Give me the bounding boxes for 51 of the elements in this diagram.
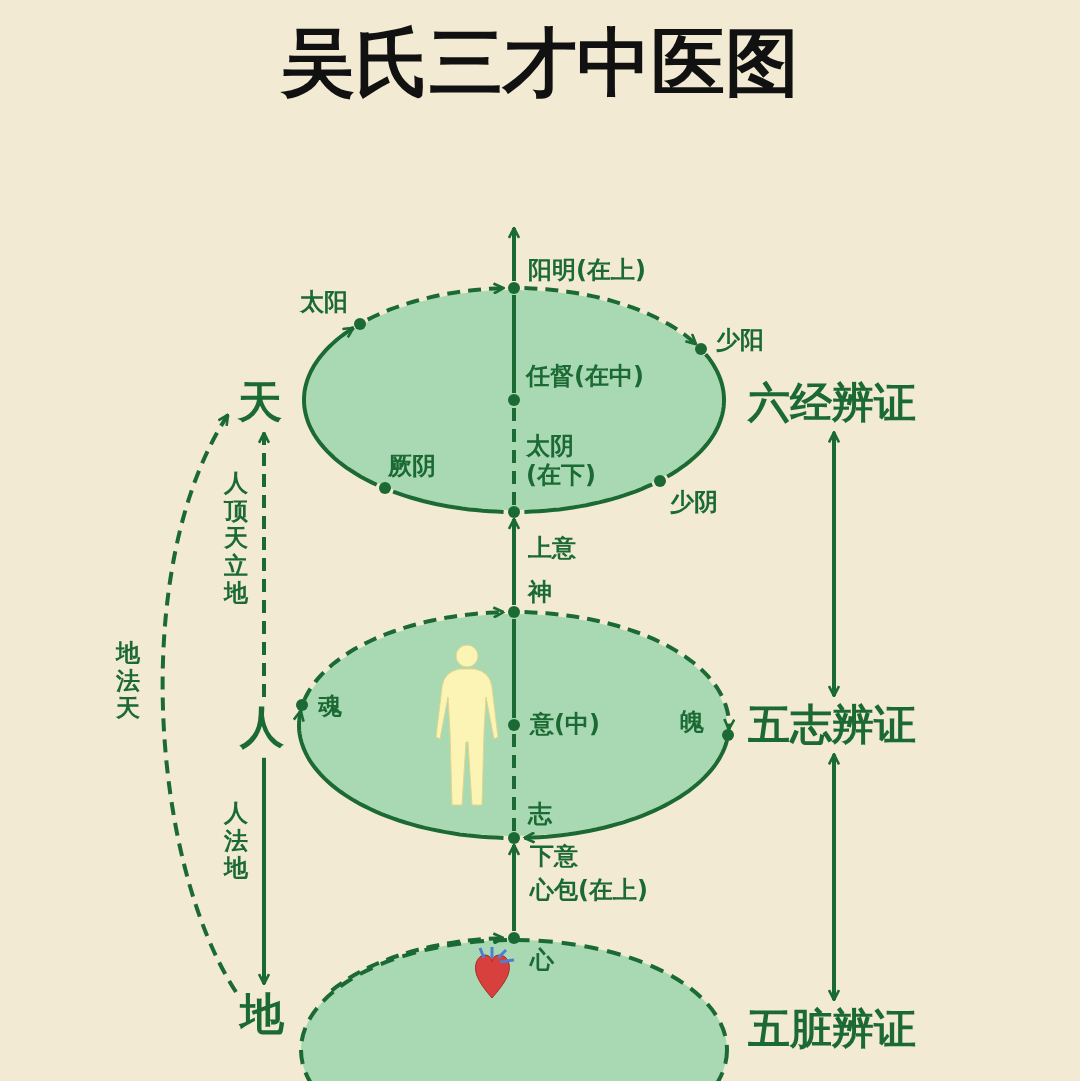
point-label: 任督(在中) — [526, 362, 644, 391]
connector-line — [666, 352, 726, 479]
level-label: 人 — [240, 701, 284, 754]
arrow — [523, 739, 729, 844]
point-label: 神 — [528, 578, 552, 607]
edge-label: 上意 — [528, 534, 576, 563]
level-label: 五志辨证 — [748, 700, 916, 751]
edge-label: 心包(在上) — [530, 876, 648, 905]
level-label: 地 — [240, 988, 284, 1041]
arrow — [507, 843, 521, 931]
arrow — [827, 431, 841, 698]
arrow — [524, 610, 736, 731]
connector-line — [512, 295, 516, 393]
arrow — [302, 606, 505, 701]
title: 吴氏三才中医图 — [279, 18, 800, 107]
level-label: 六经辨证 — [748, 378, 916, 429]
point-label: 意(中) — [530, 710, 600, 739]
point-label: 太阳 — [300, 288, 348, 317]
human-figure-drawing — [432, 642, 502, 807]
point-label: 志 — [528, 800, 552, 829]
edge-label: 地法天 — [116, 640, 140, 723]
edge-label: 人顶天立地 — [224, 470, 248, 608]
point-label: 太阴(在下) — [526, 432, 597, 490]
point-label: 魄 — [680, 708, 704, 737]
point-label: 少阴 — [670, 488, 718, 517]
level-label: 五脏辨证 — [748, 1004, 916, 1055]
ellipse-region — [299, 612, 729, 838]
point-label: 厥阴 — [388, 452, 436, 481]
arrow — [257, 757, 271, 986]
arrow — [827, 753, 841, 1002]
arrow — [524, 286, 698, 346]
point-label: 阳明(在上) — [528, 256, 646, 285]
arrow — [330, 932, 505, 993]
arrow — [161, 413, 238, 993]
arrow — [257, 431, 271, 697]
edge-label: 人法地 — [224, 800, 248, 883]
point-label: 心 — [530, 946, 554, 975]
arrow — [507, 517, 521, 605]
connector-line — [524, 482, 653, 514]
connector-line — [512, 407, 516, 505]
connector-line — [512, 619, 516, 718]
arrow — [292, 709, 504, 840]
arrow — [366, 282, 505, 322]
connector-line — [392, 489, 504, 514]
point-label: 少阳 — [716, 326, 764, 355]
level-label: 天 — [238, 376, 282, 429]
arrow — [302, 326, 378, 487]
note-label: 下意 — [530, 842, 578, 871]
point-label: 魂 — [318, 692, 342, 721]
connector-line — [512, 732, 516, 831]
arrow — [507, 226, 521, 281]
